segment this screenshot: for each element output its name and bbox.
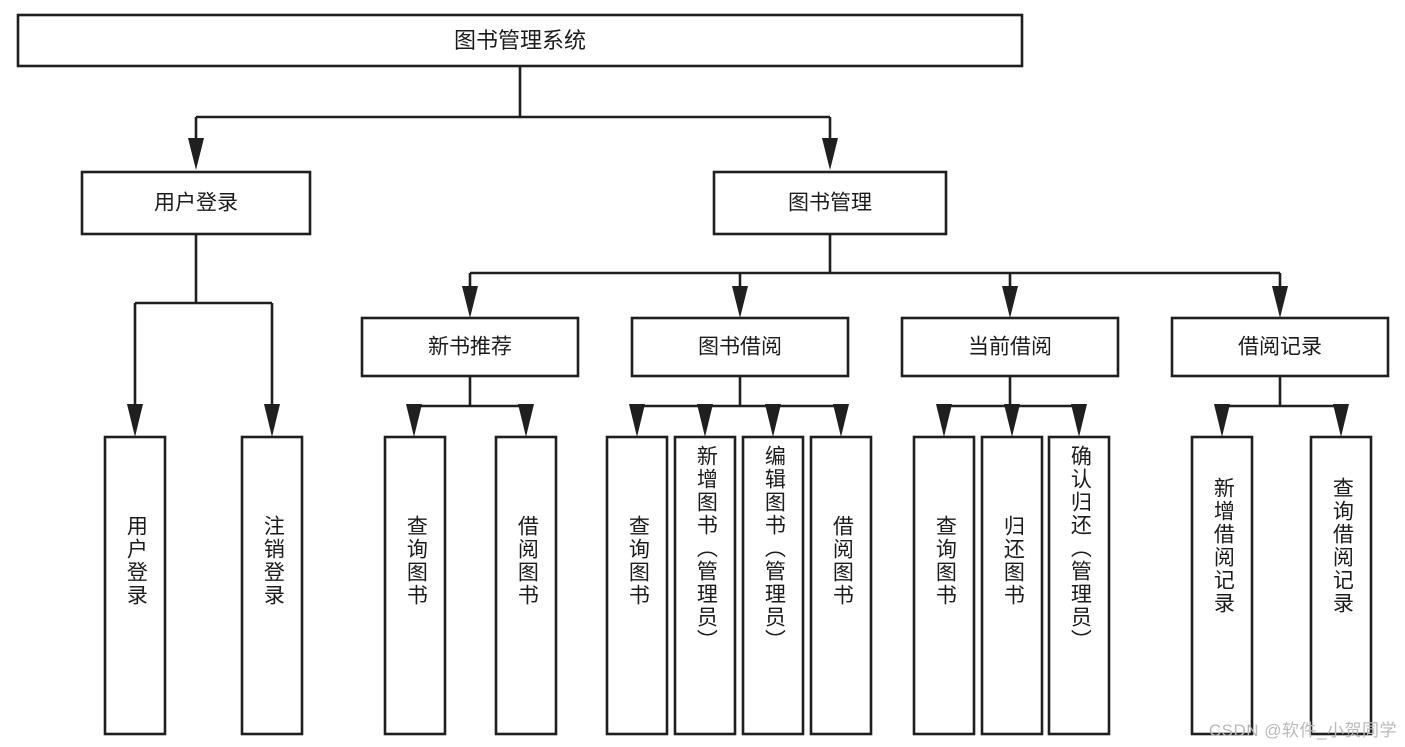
arrow-to-leaf-query-record: [1333, 404, 1349, 437]
node-new-book-recommend-label: 新书推荐: [428, 336, 512, 359]
node-borrow-record-label: 借阅记录: [1238, 336, 1322, 359]
arrow-to-leaf-add-record: [1214, 404, 1230, 437]
node-user-login[interactable]: 用户登录: [80, 170, 312, 236]
arrow-to-leaf-logout: [264, 404, 280, 437]
arrow-to-leaf-borrow-book-2: [833, 404, 849, 437]
leaf-box-query-book-2[interactable]: [605, 435, 669, 736]
leaf-box-query-book-3[interactable]: [912, 435, 976, 736]
node-current-borrow-box[interactable]: [900, 316, 1120, 378]
arrow-to-leaf-confirm-return: [1071, 404, 1087, 437]
node-user-login-label: 用户登录: [154, 192, 238, 215]
node-root-box[interactable]: [16, 13, 1024, 68]
node-book-borrow-box[interactable]: [630, 316, 850, 378]
arrow-to-leaf-query-book-2: [629, 404, 645, 437]
node-root[interactable]: 图书管理系统: [16, 13, 1024, 68]
leaf-box-borrow-book-1[interactable]: [494, 435, 558, 736]
arrow-to-leaf-query-book-1: [406, 404, 422, 437]
node-book-manage[interactable]: 图书管理: [712, 170, 948, 236]
node-new-book-recommend-box[interactable]: [360, 316, 580, 378]
node-book-manage-label: 图书管理: [788, 192, 872, 215]
arrow-to-leaf-edit-book: [765, 404, 781, 437]
edge-group-currentborrow-to-leaves: [936, 376, 1087, 437]
leaf-box-query-book-1[interactable]: [383, 435, 447, 736]
node-borrow-record[interactable]: 借阅记录: [1170, 316, 1390, 378]
arrow-to-book-borrow: [732, 286, 748, 318]
arrow-to-leaf-return-book: [1004, 404, 1020, 437]
edge-group-newbook-to-leaves: [406, 376, 534, 437]
arrow-to-new-book-recommend: [462, 286, 478, 318]
arrow-to-leaf-query-book-3: [936, 404, 952, 437]
leaf-box-user-login[interactable]: [103, 435, 167, 736]
node-book-borrow-label: 图书借阅: [698, 336, 782, 359]
leaf-boxes-new-book-recommend: [383, 435, 558, 736]
leaf-box-add-record[interactable]: [1190, 435, 1254, 736]
leaf-box-query-record[interactable]: [1309, 435, 1373, 736]
node-current-borrow-label: 当前借阅: [968, 336, 1052, 359]
arrow-to-user-login: [188, 138, 204, 170]
leaf-box-confirm-return[interactable]: [1047, 435, 1111, 736]
watermark-text: CSDN @软件_小贺同学: [1208, 721, 1397, 740]
leaf-box-return-book[interactable]: [980, 435, 1044, 736]
arrow-to-current-borrow: [1002, 286, 1018, 318]
arrow-to-leaf-user-login: [127, 404, 143, 437]
leaf-boxes-book-borrow: [605, 435, 873, 736]
arrow-to-borrow-record: [1272, 286, 1288, 318]
leaf-box-logout[interactable]: [240, 435, 304, 736]
node-new-book-recommend[interactable]: 新书推荐: [360, 316, 580, 378]
node-book-borrow[interactable]: 图书借阅: [630, 316, 850, 378]
node-current-borrow[interactable]: 当前借阅: [900, 316, 1120, 378]
arrow-to-leaf-borrow-book-1: [518, 404, 534, 437]
leaf-box-borrow-book-2[interactable]: [809, 435, 873, 736]
edge-group-userlogin-to-leaves: [127, 234, 280, 437]
node-user-login-box[interactable]: [80, 170, 312, 236]
leaf-boxes-current-borrow: [912, 435, 1111, 736]
edge-group-bookmanage-to-level3: [462, 234, 1288, 318]
node-book-manage-box[interactable]: [712, 170, 948, 236]
arrow-to-book-manage: [822, 138, 838, 170]
leaf-box-edit-book[interactable]: [741, 435, 805, 736]
edge-group-root-to-level2: [188, 66, 838, 170]
edge-group-bookborrow-to-leaves: [629, 376, 849, 437]
edge-group-borrowrecord-to-leaves: [1214, 376, 1349, 437]
node-root-label: 图书管理系统: [454, 28, 586, 53]
node-borrow-record-box[interactable]: [1170, 316, 1390, 378]
leaf-box-add-book[interactable]: [673, 435, 737, 736]
arrow-to-leaf-add-book: [697, 404, 713, 437]
leaf-boxes-borrow-record: [1190, 435, 1373, 736]
leaf-boxes-user-login: [103, 435, 304, 736]
